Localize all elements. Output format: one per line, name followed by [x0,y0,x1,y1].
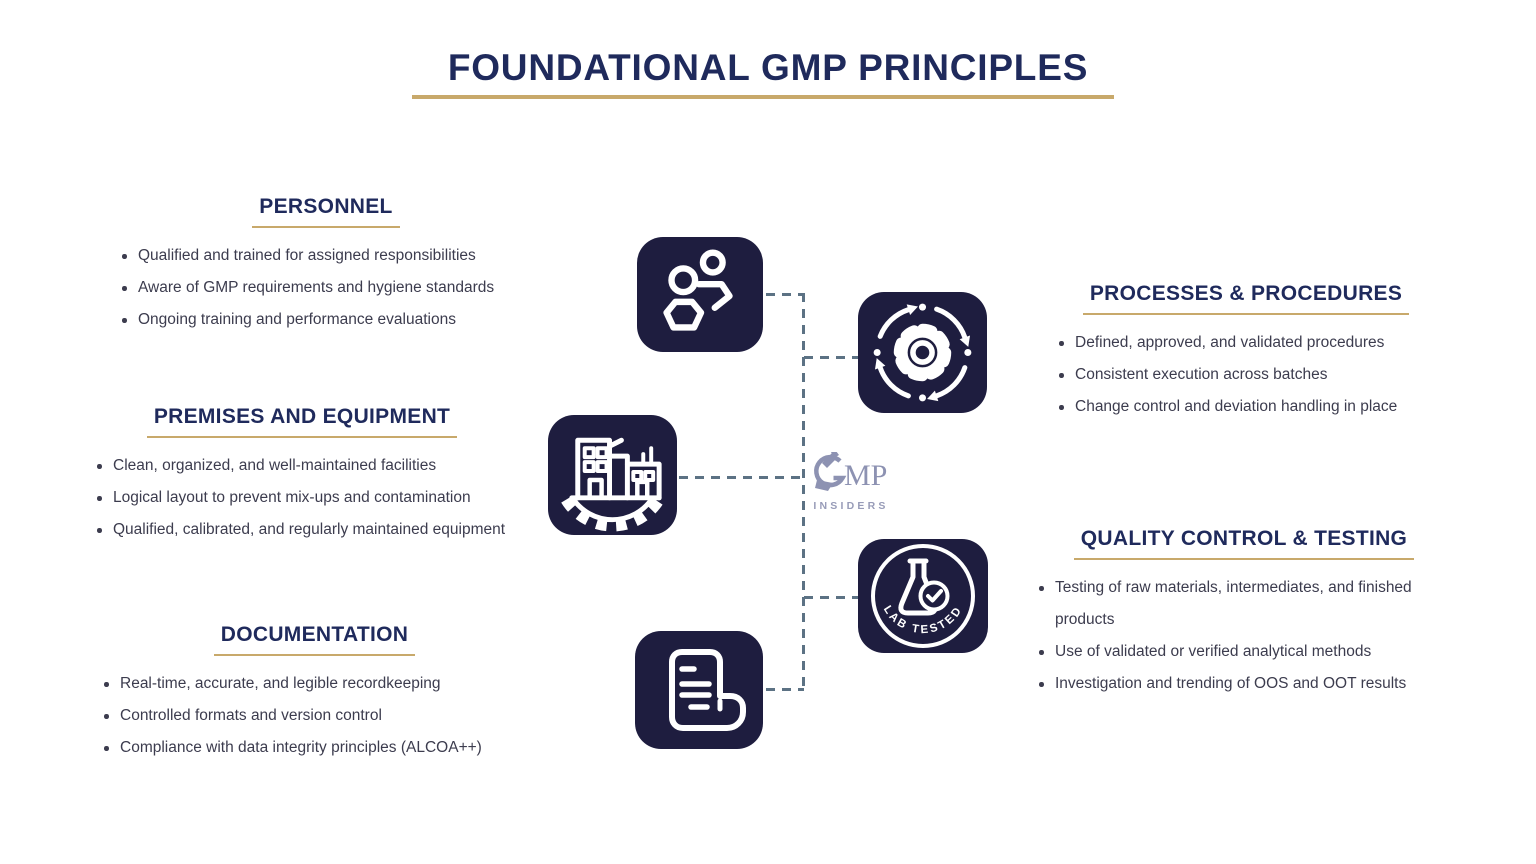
bullet-item: Ongoing training and performance evaluat… [120,304,532,336]
personnel-icon-tile [637,237,763,352]
connector-processes [804,356,858,359]
connector-documentation [766,688,804,691]
bullet-item: Testing of raw materials, intermediates,… [1037,572,1451,636]
section-documentation: DOCUMENTATION Real-time, accurate, and l… [102,622,527,764]
bullet-item: Qualified, calibrated, and regularly mai… [95,514,509,546]
bullet-list: Testing of raw materials, intermediates,… [1037,572,1451,700]
bullet-list: Clean, organized, and well-maintained fa… [95,450,509,546]
logo-insiders-text: INSIDERS [813,500,889,512]
bullet-list: Real-time, accurate, and legible recordk… [102,668,527,764]
section-heading: PROCESSES & PROCEDURES [1082,281,1410,315]
lab-tested-flask-icon: LAB TESTED [871,544,975,648]
factory-gear-icon [561,437,664,532]
connector-personnel [766,293,804,296]
bullet-list: Qualified and trained for assigned respo… [120,240,532,336]
section-personnel: PERSONNEL Qualified and trained for assi… [120,194,532,336]
section-heading: QUALITY CONTROL & TESTING [1073,526,1415,560]
lab-tested-curved-label: LAB TESTED [881,604,965,636]
bullet-item: Use of validated or verified analytical … [1037,636,1451,668]
section-heading: PREMISES AND EQUIPMENT [146,404,458,438]
bullet-item: Logical layout to prevent mix-ups and co… [95,482,509,514]
title-underline [412,95,1114,99]
bullet-item: Clean, organized, and well-maintained fa… [95,450,509,482]
process-cycle-gear-icon [873,303,972,402]
document-receipt-icon [669,649,746,731]
connector-premises [679,476,802,479]
section-quality: QUALITY CONTROL & TESTING Testing of raw… [1037,526,1451,700]
connector-quality [804,596,858,599]
microscope-g-icon [814,451,847,491]
bullet-item: Real-time, accurate, and legible recordk… [102,668,527,700]
section-heading: PERSONNEL [252,194,400,228]
bullet-item: Change control and deviation handling in… [1057,391,1435,423]
section-processes: PROCESSES & PROCEDURES Defined, approved… [1057,281,1435,423]
logo-gmp-mark: MP [814,451,887,492]
bullet-item: Controlled formats and version control [102,700,527,732]
section-heading: DOCUMENTATION [213,622,416,656]
processes-icon-tile [858,292,987,413]
bullet-list: Defined, approved, and validated procedu… [1057,327,1435,423]
bullet-item: Qualified and trained for assigned respo… [120,240,532,272]
bullet-item: Compliance with data integrity principle… [102,732,527,764]
quality-icon-tile: LAB TESTED [858,539,988,653]
section-premises: PREMISES AND EQUIPMENT Clean, organized,… [95,404,509,546]
logo-mp-text: MP [844,459,887,492]
bullet-item: Aware of GMP requirements and hygiene st… [120,272,532,304]
bullet-item: Investigation and trending of OOS and OO… [1037,668,1451,700]
bullet-item: Defined, approved, and validated procedu… [1057,327,1435,359]
documentation-icon-tile [635,631,763,749]
connector-vertical-spine [802,293,805,690]
gmp-insiders-logo: MP INSIDERS [806,451,896,512]
premises-icon-tile [548,415,677,535]
page-title: FOUNDATIONAL GMP PRINCIPLES [447,47,1089,88]
bullet-item: Consistent execution across batches [1057,359,1435,391]
people-icon [663,249,733,331]
